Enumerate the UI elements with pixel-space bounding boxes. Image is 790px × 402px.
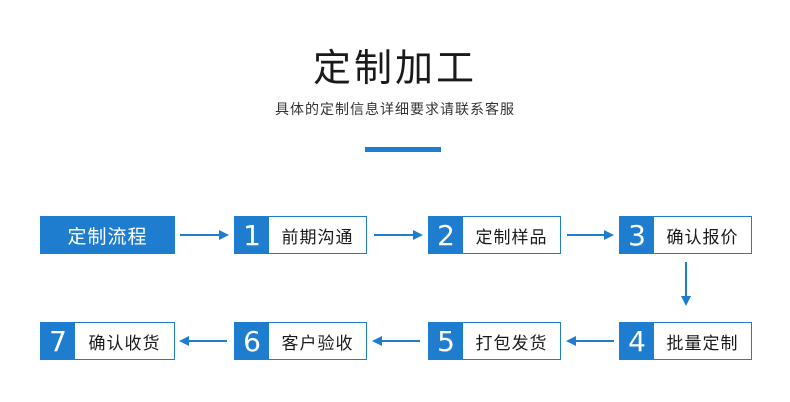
step-4-number: 4 (620, 323, 654, 359)
step-5-number: 5 (429, 323, 463, 359)
step-7-number: 7 (41, 323, 75, 359)
flow-start-label: 定制流程 (40, 216, 175, 254)
flow-start-text: 定制流程 (67, 225, 148, 248)
step-1-label: 前期沟通 (281, 227, 354, 248)
title-underline (365, 147, 441, 152)
step-2-label: 定制样品 (475, 227, 548, 248)
step-4: 4 批量定制 (619, 322, 752, 360)
step-2-number: 2 (429, 217, 463, 253)
arrowhead-6-to-7 (179, 336, 189, 346)
page-title: 定制加工 (312, 46, 477, 90)
step-6-number: 6 (235, 323, 269, 359)
step-1: 1 前期沟通 (234, 216, 367, 254)
arrowhead-start-to-1 (219, 230, 229, 240)
step-3-number: 3 (620, 217, 654, 253)
step-6: 6 客户验收 (234, 322, 367, 360)
page-subtitle: 具体的定制信息详细要求请联系客服 (275, 102, 515, 118)
step-3-label: 确认报价 (666, 227, 739, 248)
step-3: 3 确认报价 (619, 216, 752, 254)
step-2: 2 定制样品 (428, 216, 561, 254)
arrowhead-2-to-3 (604, 230, 614, 240)
step-1-number: 1 (235, 217, 269, 253)
step-7: 7 确认收货 (40, 322, 175, 360)
step-5-label: 打包发货 (475, 333, 548, 354)
step-7-label: 确认收货 (88, 333, 161, 354)
step-5: 5 打包发货 (428, 322, 561, 360)
arrowhead-5-to-6 (372, 336, 382, 346)
arrowhead-1-to-2 (413, 230, 423, 240)
step-4-label: 批量定制 (666, 333, 739, 354)
arrowhead-3-to-4 (681, 296, 691, 306)
arrowhead-4-to-5 (566, 336, 576, 346)
step-6-label: 客户验收 (281, 333, 354, 354)
